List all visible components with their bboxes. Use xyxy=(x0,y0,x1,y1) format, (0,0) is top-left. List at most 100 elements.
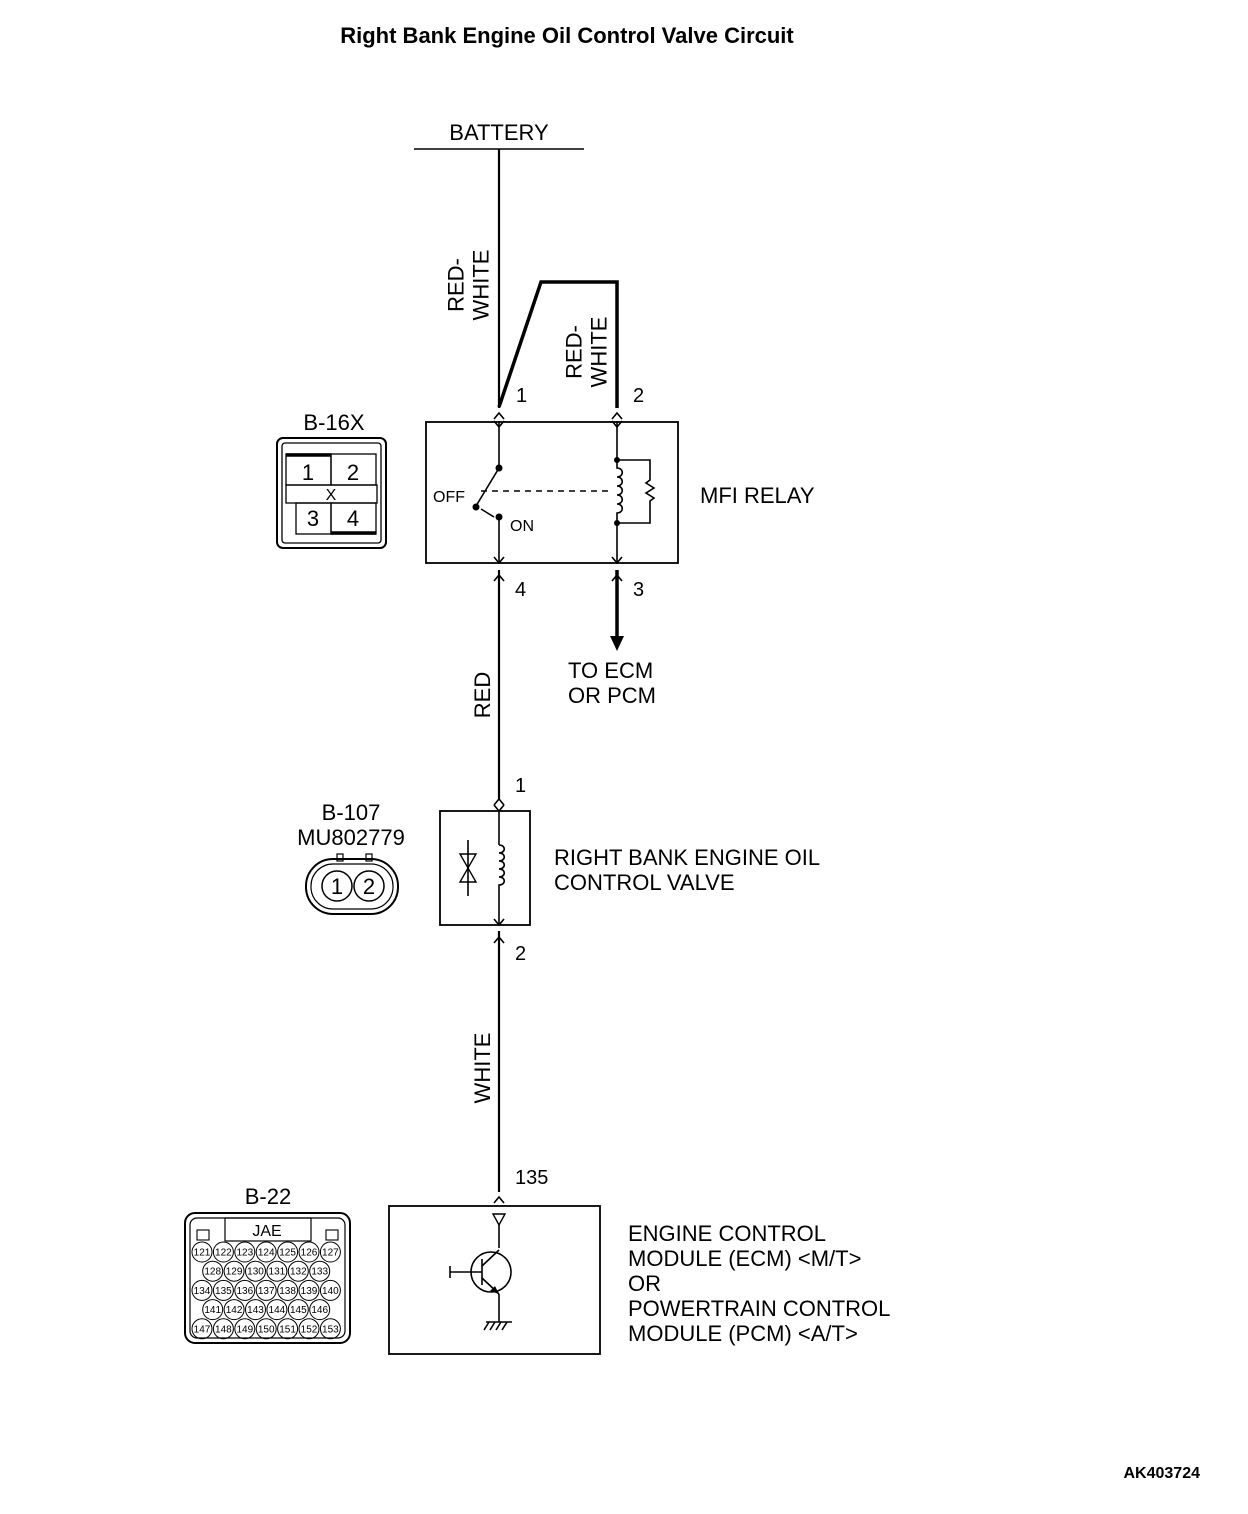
relay-switch-off-label: OFF xyxy=(433,489,465,506)
relay-switch-on-label: ON xyxy=(510,518,534,535)
svg-text:WHITE: WHITE xyxy=(470,1033,495,1104)
connector-b22-pin-label: 148 xyxy=(215,1324,232,1335)
connector-b22-pin-circle xyxy=(266,1299,288,1321)
connector-b22-pin-circle xyxy=(223,1260,245,1282)
connector-b16x-pin-4: 4 xyxy=(347,506,359,531)
connector-b22-pin-circle xyxy=(212,1241,234,1263)
connector-b22-pin-label: 152 xyxy=(301,1324,318,1335)
connector-b22-pin-label: 150 xyxy=(258,1324,275,1335)
connector-b22-pin-circle xyxy=(277,1279,299,1301)
connector-b22-pin-circle xyxy=(191,1279,213,1301)
mfi-relay-label: MFI RELAY xyxy=(700,483,815,508)
connector-b16x-center: X xyxy=(326,487,337,504)
connector-b22-pin-circle xyxy=(212,1318,234,1340)
connector-b22-pin-label: 153 xyxy=(322,1324,339,1335)
connector-b22-pin-label: 143 xyxy=(247,1305,264,1316)
connector-b22-pin-circle xyxy=(191,1318,213,1340)
relay-switch xyxy=(472,421,612,564)
connector-b22-pin-circle xyxy=(287,1299,309,1321)
connector-b22-pin-label: 140 xyxy=(322,1286,339,1297)
connector-b16x-label: B-16X xyxy=(303,410,364,435)
connector-b22-pin-label: 134 xyxy=(194,1286,211,1297)
connector-b22-pin-circle xyxy=(255,1279,277,1301)
connector-b22-pin-label: 124 xyxy=(258,1248,275,1259)
connector-b22-pin-circle xyxy=(309,1299,331,1321)
connector-b22-pin-circle xyxy=(255,1241,277,1263)
ecm-pin-terminal xyxy=(493,1196,505,1204)
diagram-title: Right Bank Engine Oil Control Valve Circ… xyxy=(340,23,794,48)
connector-b22-pin-circle xyxy=(287,1260,309,1282)
svg-text:RED-WHITE: RED-WHITE xyxy=(562,317,612,388)
relay-pin-2-terminal xyxy=(611,412,623,420)
connector-b22-pin-label: 146 xyxy=(311,1305,328,1316)
relay-pin-1: 1 xyxy=(516,385,527,407)
connector-b22-pin-circle xyxy=(202,1260,224,1282)
connector-b22-pin-circle xyxy=(298,1318,320,1340)
connector-b22-pin-circle xyxy=(245,1260,266,1282)
mfi-relay-box xyxy=(425,421,679,564)
connector-b22-pin-label: 121 xyxy=(194,1248,211,1259)
connector-b22-maker: JAE xyxy=(252,1223,281,1240)
connector-b22-pin-circle xyxy=(277,1241,299,1263)
wire-battery-to-relay-pin2 xyxy=(497,280,619,408)
connector-b16x: B-16X 1 2 X 3 4 xyxy=(276,410,387,549)
connector-b22-pin-circle xyxy=(212,1279,234,1301)
connector-b22-pin-label: 135 xyxy=(215,1286,232,1297)
connector-b22-pin-label: 125 xyxy=(279,1248,296,1259)
to-ecm-arrow xyxy=(610,636,624,651)
connector-b22-pin-circle xyxy=(298,1279,320,1301)
relay-pin-2: 2 xyxy=(633,385,644,407)
figure-id: AK403724 xyxy=(1124,1465,1201,1482)
connector-b22-pin-circle xyxy=(255,1318,277,1340)
connector-b22-pin-label: 144 xyxy=(269,1305,286,1316)
wire-color-red-white-1: RED-WHITE xyxy=(444,250,494,321)
connector-b22-pin-label: 126 xyxy=(301,1248,318,1259)
oil-control-valve-solenoid xyxy=(458,811,506,925)
connector-b22-pin-circle xyxy=(319,1318,341,1340)
svg-text:RED-WHITE: RED-WHITE xyxy=(444,250,494,321)
connector-b22-pin-label: 138 xyxy=(279,1286,296,1297)
connector-b22-pin-circle xyxy=(319,1241,341,1263)
connector-b22-pin-circle xyxy=(223,1299,245,1321)
ecm-box xyxy=(388,1205,601,1355)
connector-b22-pin-circle xyxy=(298,1241,320,1263)
relay-pin-4: 4 xyxy=(515,579,526,601)
connector-b22-pin-label: 133 xyxy=(311,1267,328,1278)
connector-b22-pin-circle xyxy=(234,1241,256,1263)
connector-b22-pin-label: 139 xyxy=(301,1286,318,1297)
connector-b22-pin-circle xyxy=(277,1318,299,1340)
connector-b22-pin-label: 141 xyxy=(204,1305,221,1316)
wire-color-white: WHITE xyxy=(470,1033,495,1104)
connector-b22-pin-label: 131 xyxy=(269,1267,286,1278)
connector-b22-pin-label: 147 xyxy=(194,1324,211,1335)
connector-b22-pin-circle xyxy=(234,1318,256,1340)
valve-pin-1-terminal xyxy=(493,798,505,806)
connector-b22-pin-label: 127 xyxy=(322,1248,339,1259)
connector-b22-pin-circle xyxy=(266,1260,288,1282)
connector-b22-pin-label: 128 xyxy=(204,1267,221,1278)
connector-b22-pin-label: 151 xyxy=(279,1324,296,1335)
connector-b22-pin-circle xyxy=(245,1299,266,1321)
connector-b22-pin-label: 149 xyxy=(236,1324,253,1335)
connector-b22-pin-label: 129 xyxy=(226,1267,243,1278)
connector-b22-pin-circle xyxy=(234,1279,256,1301)
relay-pin-3: 3 xyxy=(633,579,644,601)
wire-color-red-white-2: RED-WHITE xyxy=(562,317,612,388)
connector-b22-pin-label: 132 xyxy=(290,1267,307,1278)
wire-color-red: RED xyxy=(470,672,495,718)
connector-b22-pin-label: 136 xyxy=(236,1286,253,1297)
oil-control-valve-box xyxy=(439,810,531,926)
connector-b107: B-107 MU802779 1 2 xyxy=(297,800,405,915)
connector-b107-label: B-107 xyxy=(322,800,381,825)
relay-pin-1-terminal xyxy=(493,412,505,420)
connector-b107-part-number: MU802779 xyxy=(297,825,405,850)
relay-coil xyxy=(614,421,656,564)
connector-b107-pin-2: 2 xyxy=(363,874,375,899)
connector-b22-pin-circle xyxy=(202,1299,224,1321)
ecm-transistor xyxy=(449,1213,512,1331)
